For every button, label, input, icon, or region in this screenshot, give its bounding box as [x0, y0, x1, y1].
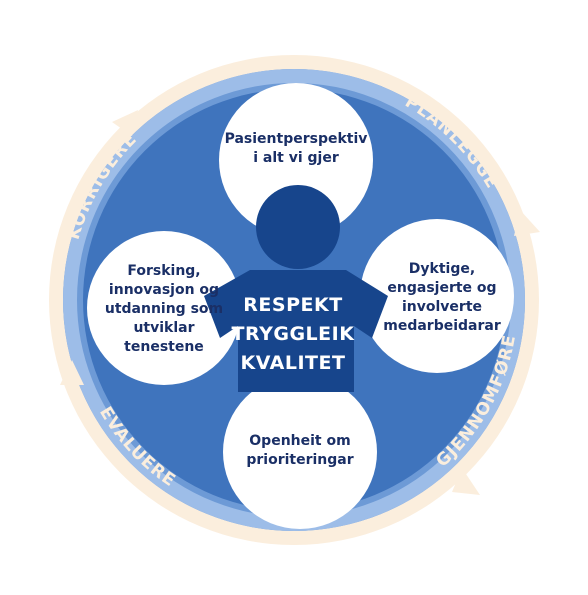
- circle-left: [87, 231, 241, 385]
- circle-top-text: Pasientperspektiv i alt vi gjer: [224, 131, 368, 166]
- cycle-arrowhead-bottom: [60, 360, 84, 385]
- circle-top: [219, 83, 373, 237]
- center-label-tryggleik: TRYGGLEIK: [231, 323, 355, 345]
- cycle-arrowhead-top: [514, 210, 540, 236]
- person-head-icon: [256, 185, 340, 269]
- circle-bottom-text: Openheit om prioriteringar: [246, 433, 354, 468]
- circle-right: [360, 219, 514, 373]
- circle-bottom: [223, 375, 377, 529]
- cycle-arrowhead-left: [112, 110, 138, 136]
- circle-left-text: Forsking, innovasjon og utdanning som ut…: [104, 263, 224, 355]
- center-label-kvalitet: KVALITET: [240, 352, 346, 374]
- cycle-arrowhead-right: [452, 468, 480, 495]
- center-label-respekt: RESPEKT: [243, 294, 343, 316]
- person-body-icon: [204, 270, 388, 392]
- circle-right-text: Dyktige, engasjerte og involverte medarb…: [383, 261, 501, 334]
